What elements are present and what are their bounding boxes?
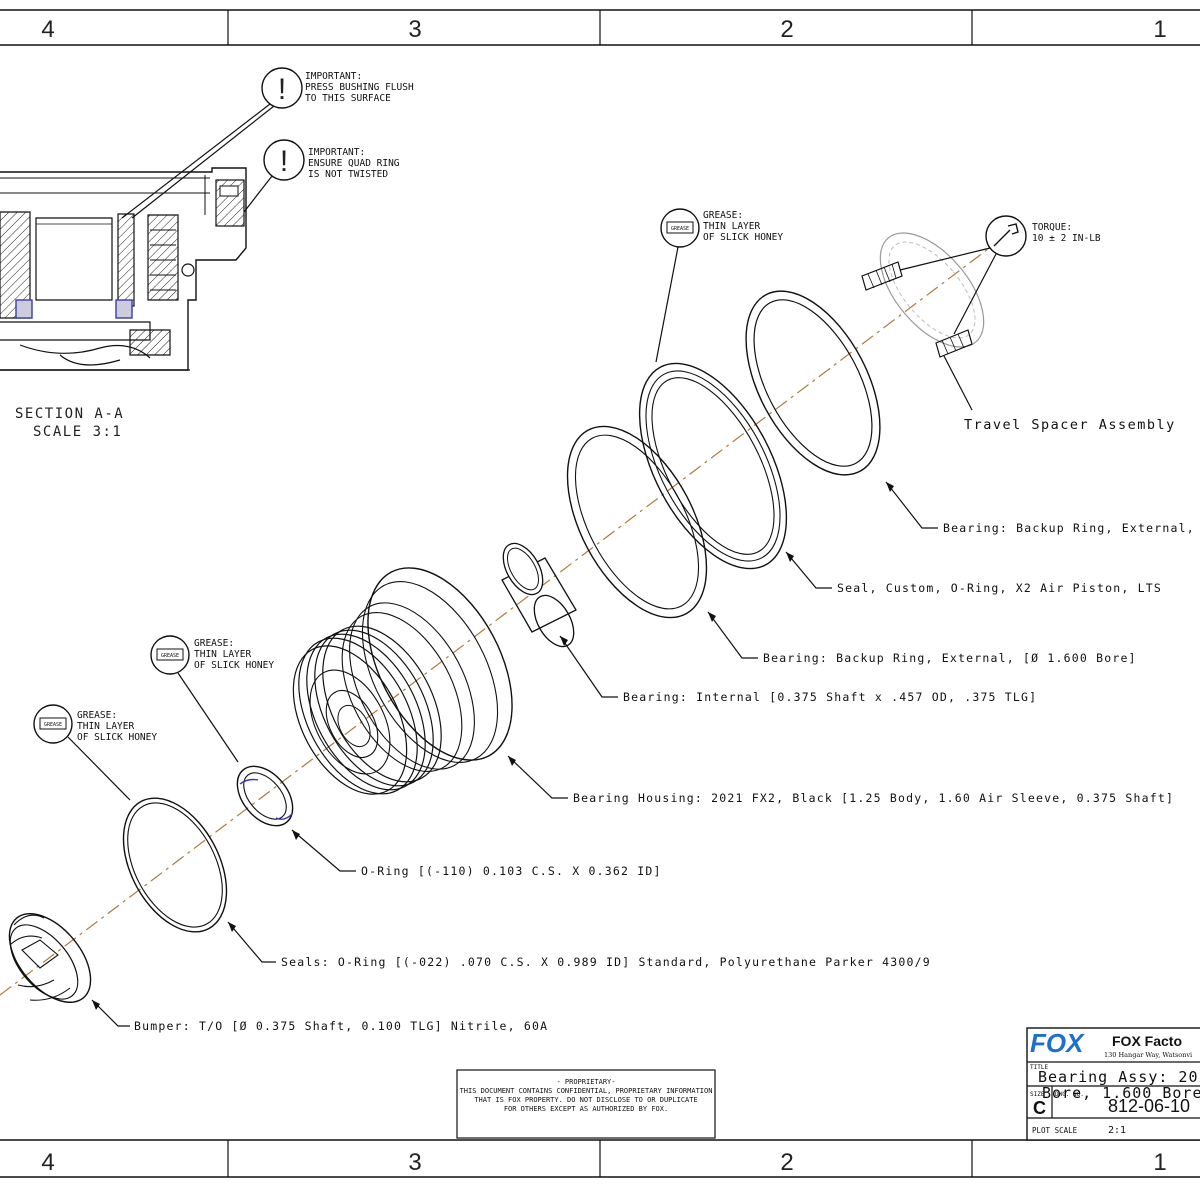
quad-ring-line1: IMPORTANT: [308, 147, 365, 158]
quad-ring-left [15, 299, 33, 319]
grease-icon [39, 717, 67, 730]
zone-bottom-4: 4 [41, 1149, 54, 1176]
bearing-housing-label: Bearing Housing: 2021 FX2, Black [1.25 B… [573, 791, 1174, 805]
callout-bumper: Bumper: T/O [Ø 0.375 Shaft, 0.100 TLG] N… [91, 999, 548, 1033]
bumper-label: Bumper: T/O [Ø 0.375 Shaft, 0.100 TLG] N… [134, 1019, 548, 1033]
zone-top-3: 3 [408, 16, 421, 43]
wrench-icon [993, 223, 1019, 247]
proprietary-line1: - PROPRIETARY- [556, 1078, 615, 1086]
backup-ring-160-label: Bearing: Backup Ring, External, [Ø 1.600… [763, 651, 1137, 665]
grease-icon-label: GREASE [44, 722, 62, 728]
section-scale: SCALE 3:1 [33, 424, 122, 440]
bearing-internal-label: Bearing: Internal [0.375 Shaft x .457 OD… [623, 690, 1037, 704]
backup-ring-top-label: Bearing: Backup Ring, External, [Ø 1 [943, 521, 1200, 535]
zone-bottom-3: 3 [408, 1149, 421, 1176]
internal-bearing-part [501, 542, 577, 648]
grease-top-line2: THIN LAYER [703, 221, 760, 232]
grease-note-left: GREASE GREASE: THIN LAYER OF SLICK HONEY [33, 704, 157, 801]
torque-note: TORQUE: 10 ± 2 IN-LB [899, 215, 1101, 335]
custom-seal-part [638, 362, 788, 570]
o-ring-110-label: O-Ring [(-110) 0.103 C.S. X 0.362 ID] [361, 864, 662, 878]
dwg-label: DWG. NO. [1055, 1091, 1084, 1098]
grease-mid-line2: THIN LAYER [194, 649, 251, 660]
assembly-centerline [0, 239, 1001, 996]
callout-backup-ring-160: Bearing: Backup Ring, External, [Ø 1.600… [707, 611, 1137, 665]
grease-left-line2: THIN LAYER [77, 721, 134, 732]
size-value: C [1033, 1098, 1046, 1118]
grease-note-top: GREASE GREASE: THIN LAYER OF SLICK HONEY [655, 208, 783, 363]
grease-note-mid: GREASE GREASE: THIN LAYER OF SLICK HONEY [150, 635, 274, 763]
title-line2: Bore, 1.600 Bore [1042, 1084, 1200, 1102]
note-quad-ring: ! IMPORTANT: ENSURE QUAD RING IS NOT TWI… [243, 139, 400, 213]
exclamation-icon: ! [278, 73, 286, 106]
seal-custom-label: Seal, Custom, O-Ring, X2 Air Piston, LTS [837, 581, 1162, 595]
grease-top-line3: OF SLICK HONEY [703, 232, 783, 243]
plot-scale-label: PLOT SCALE [1032, 1126, 1078, 1135]
grease-icon [156, 648, 184, 661]
fox-logo: FOX [1030, 1028, 1085, 1058]
quad-ring-line2: ENSURE QUAD RING [308, 158, 400, 169]
sheet-border [0, 9, 1200, 1178]
grease-icon-label: GREASE [671, 226, 689, 232]
backup-ring-top-part [745, 290, 881, 476]
dwg-number: 812-06-10 [1108, 1096, 1190, 1116]
exclamation-icon: ! [280, 145, 288, 178]
company-name: FOX Facto [1112, 1033, 1182, 1049]
press-bushing-line2: PRESS BUSHING FLUSH [305, 82, 414, 93]
grease-mid-line1: GREASE: [194, 638, 234, 649]
seals-022-label: Seals: O-Ring [(-022) .070 C.S. X 0.989 … [281, 955, 931, 969]
grease-left-line3: OF SLICK HONEY [77, 732, 157, 743]
o-ring-110-part [236, 765, 294, 827]
plot-scale-value: 2:1 [1108, 1125, 1126, 1136]
grease-left-line1: GREASE: [77, 710, 117, 721]
zone-top-1: 1 [1153, 16, 1166, 43]
quad-ring-right [115, 299, 133, 319]
zone-labels: 4 3 2 1 4 3 2 1 [41, 16, 1166, 1176]
note-press-bushing: ! IMPORTANT: PRESS BUSHING FLUSH TO THIS… [121, 67, 414, 219]
torque-line1: TORQUE: [1032, 222, 1072, 233]
callout-o-ring-110: O-Ring [(-110) 0.103 C.S. X 0.362 ID] [291, 829, 662, 878]
travel-spacer-label: Travel Spacer Assembly [964, 417, 1176, 433]
press-bushing-line3: TO THIS SURFACE [305, 93, 391, 104]
grease-icon-label: GREASE [161, 653, 179, 659]
quad-ring-line3: IS NOT TWISTED [308, 169, 388, 180]
bearing-housing-part [292, 567, 513, 795]
callout-seal-custom: Seal, Custom, O-Ring, X2 Air Piston, LTS [785, 551, 1162, 595]
zone-top-4: 4 [41, 16, 54, 43]
callout-bearing-housing: Bearing Housing: 2021 FX2, Black [1.25 B… [507, 755, 1174, 805]
proprietary-notice: - PROPRIETARY- THIS DOCUMENT CONTAINS CO… [456, 1069, 716, 1139]
grease-mid-line3: OF SLICK HONEY [194, 660, 274, 671]
callout-seals-022: Seals: O-Ring [(-022) .070 C.S. X 0.989 … [227, 921, 931, 969]
torque-line2: 10 ± 2 IN-LB [1032, 233, 1101, 244]
zone-top-2: 2 [780, 16, 793, 43]
grease-top-line1: GREASE: [703, 210, 743, 221]
size-label: SIZE [1030, 1091, 1045, 1098]
proprietary-line2: THIS DOCUMENT CONTAINS CONFIDENTIAL, PRO… [460, 1087, 713, 1095]
bumper-part [8, 913, 92, 1003]
section-view: SECTION A-A SCALE 3:1 [0, 167, 247, 440]
zone-bottom-1: 1 [1153, 1149, 1166, 1176]
proprietary-line4: FOR OTHERS EXCEPT AS AUTHORIZED BY FOX. [504, 1105, 668, 1113]
callout-backup-ring-top: Bearing: Backup Ring, External, [Ø 1 [885, 481, 1200, 535]
callout-travel-spacer: Travel Spacer Assembly [943, 355, 1176, 433]
callout-bearing-internal: Bearing: Internal [0.375 Shaft x .457 OD… [559, 635, 1037, 704]
title-line1: Bearing Assy: 20 [1038, 1068, 1199, 1086]
section-title: SECTION A-A [15, 406, 124, 422]
press-bushing-line1: IMPORTANT: [305, 71, 362, 82]
zone-bottom-2: 2 [780, 1149, 793, 1176]
title-block: FOX FOX Facto 130 Hangar Way, Watsonvi T… [1026, 1027, 1200, 1141]
proprietary-line3: THAT IS FOX PROPERTY. DO NOT DISCLOSE TO… [474, 1096, 697, 1104]
o-ring-022-part [122, 797, 228, 933]
title-label: TITLE [1030, 1064, 1048, 1071]
company-address: 130 Hangar Way, Watsonvi [1104, 1051, 1192, 1059]
backup-ring-160-part [566, 425, 708, 619]
travel-spacer-part [861, 232, 985, 358]
grease-icon [666, 221, 694, 234]
